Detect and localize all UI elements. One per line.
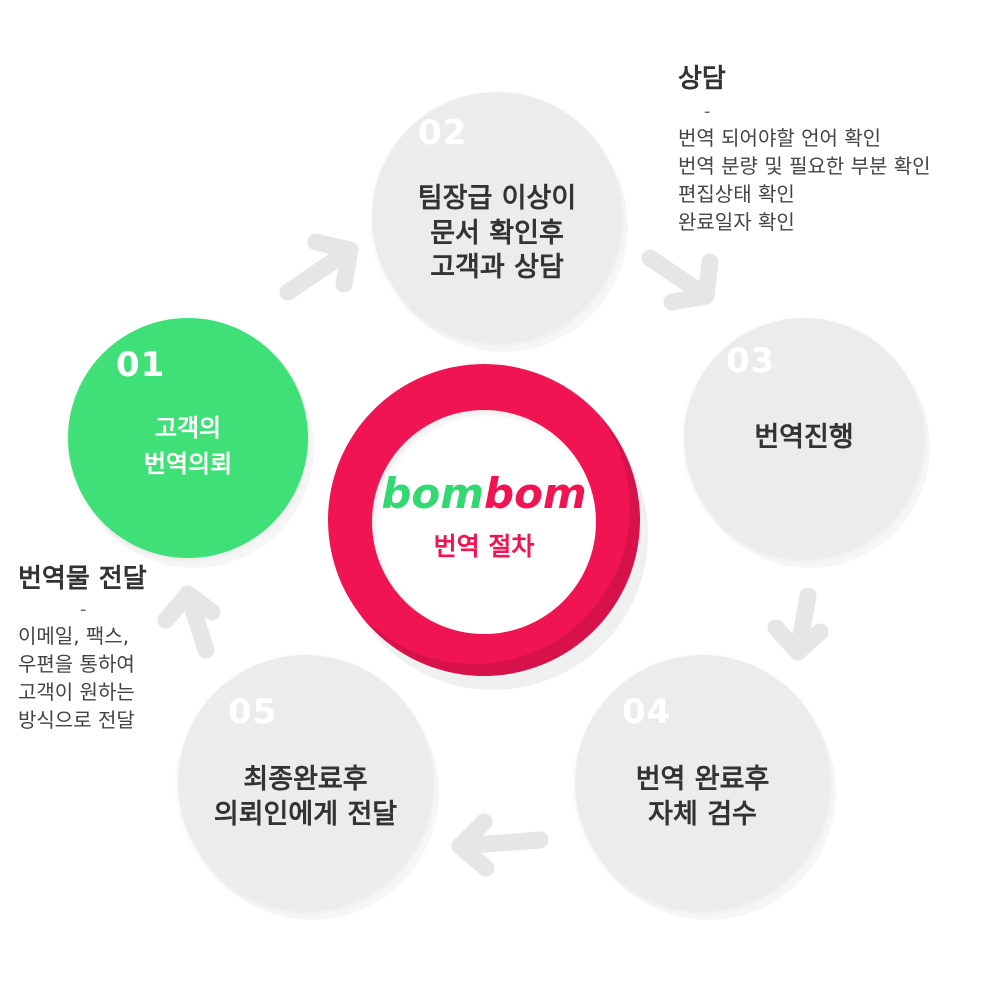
consult-note-lines: 번역 되어야할 언어 확인 번역 분량 및 필요한 부분 확인 편집상태 확인 … [678, 124, 931, 236]
step-number: 01 [116, 345, 166, 385]
step-number: 04 [622, 692, 672, 732]
step-label: 번역 완료후 자체 검수 [635, 763, 770, 830]
delivery-note-lines: 이메일, 팩스, 우편을 통하여 고객이 원하는 방식으로 전달 [18, 622, 147, 734]
brand-logo-part2: bom [484, 469, 587, 518]
delivery-note-line: 이메일, 팩스, [18, 624, 130, 649]
consult-note-line: 번역 분량 및 필요한 부분 확인 [678, 154, 931, 179]
delivery-note-line: 고객이 원하는 [18, 680, 135, 705]
step-01-circle: 01 고객의 번역의뢰 [68, 318, 308, 558]
step-04-circle: 04 번역 완료후 자체 검수 [575, 655, 830, 910]
consult-note-line: 완료일자 확인 [678, 210, 795, 235]
step-label: 팀장급 이상이 문서 확인후 고객과 상담 [417, 183, 577, 284]
arrow-04-to-05 [451, 813, 549, 877]
consult-note: 상담 - 번역 되어야할 언어 확인 번역 분량 및 필요한 부분 확인 편집상… [678, 64, 931, 236]
brand-logo-part1: bom [381, 469, 484, 518]
delivery-note-line: 방식으로 전달 [18, 708, 135, 733]
step-number: 02 [418, 113, 468, 153]
step-number: 03 [726, 341, 776, 381]
delivery-note-line: 우편을 통하여 [18, 652, 135, 677]
consult-note-line: 번역 되어야할 언어 확인 [678, 126, 882, 151]
arrow-02-to-03 [641, 249, 719, 311]
delivery-note: 번역물 전달 - 이메일, 팩스, 우편을 통하여 고객이 원하는 방식으로 전… [18, 564, 147, 734]
step-label: 번역진행 [754, 421, 854, 453]
consult-note-line: 편집상태 확인 [678, 182, 795, 207]
brand-logo: bombom [381, 473, 586, 515]
arrow-03-to-04 [767, 587, 829, 661]
step-05-circle: 05 최종완료후 의뢰인에게 전달 [178, 655, 433, 910]
step-02-circle: 02 팀장급 이상이 문서 확인후 고객과 상담 [372, 92, 622, 342]
step-number: 05 [228, 692, 278, 732]
center-badge: bombom 번역 절차 [372, 410, 596, 634]
center-title: 번역 절차 [433, 532, 535, 561]
arrow-05-to-01 [157, 585, 221, 659]
step-03-circle: 03 번역진행 [684, 318, 924, 558]
step-label: 고객의 번역의뢰 [143, 414, 233, 478]
consult-note-heading: 상담 [678, 64, 726, 94]
consult-note-dash: - [704, 101, 711, 123]
arrow-01-to-02 [279, 233, 359, 301]
delivery-note-heading: 번역물 전달 [18, 564, 147, 594]
delivery-note-dash: - [80, 599, 87, 621]
step-label: 최종완료후 의뢰인에게 전달 [213, 763, 398, 830]
